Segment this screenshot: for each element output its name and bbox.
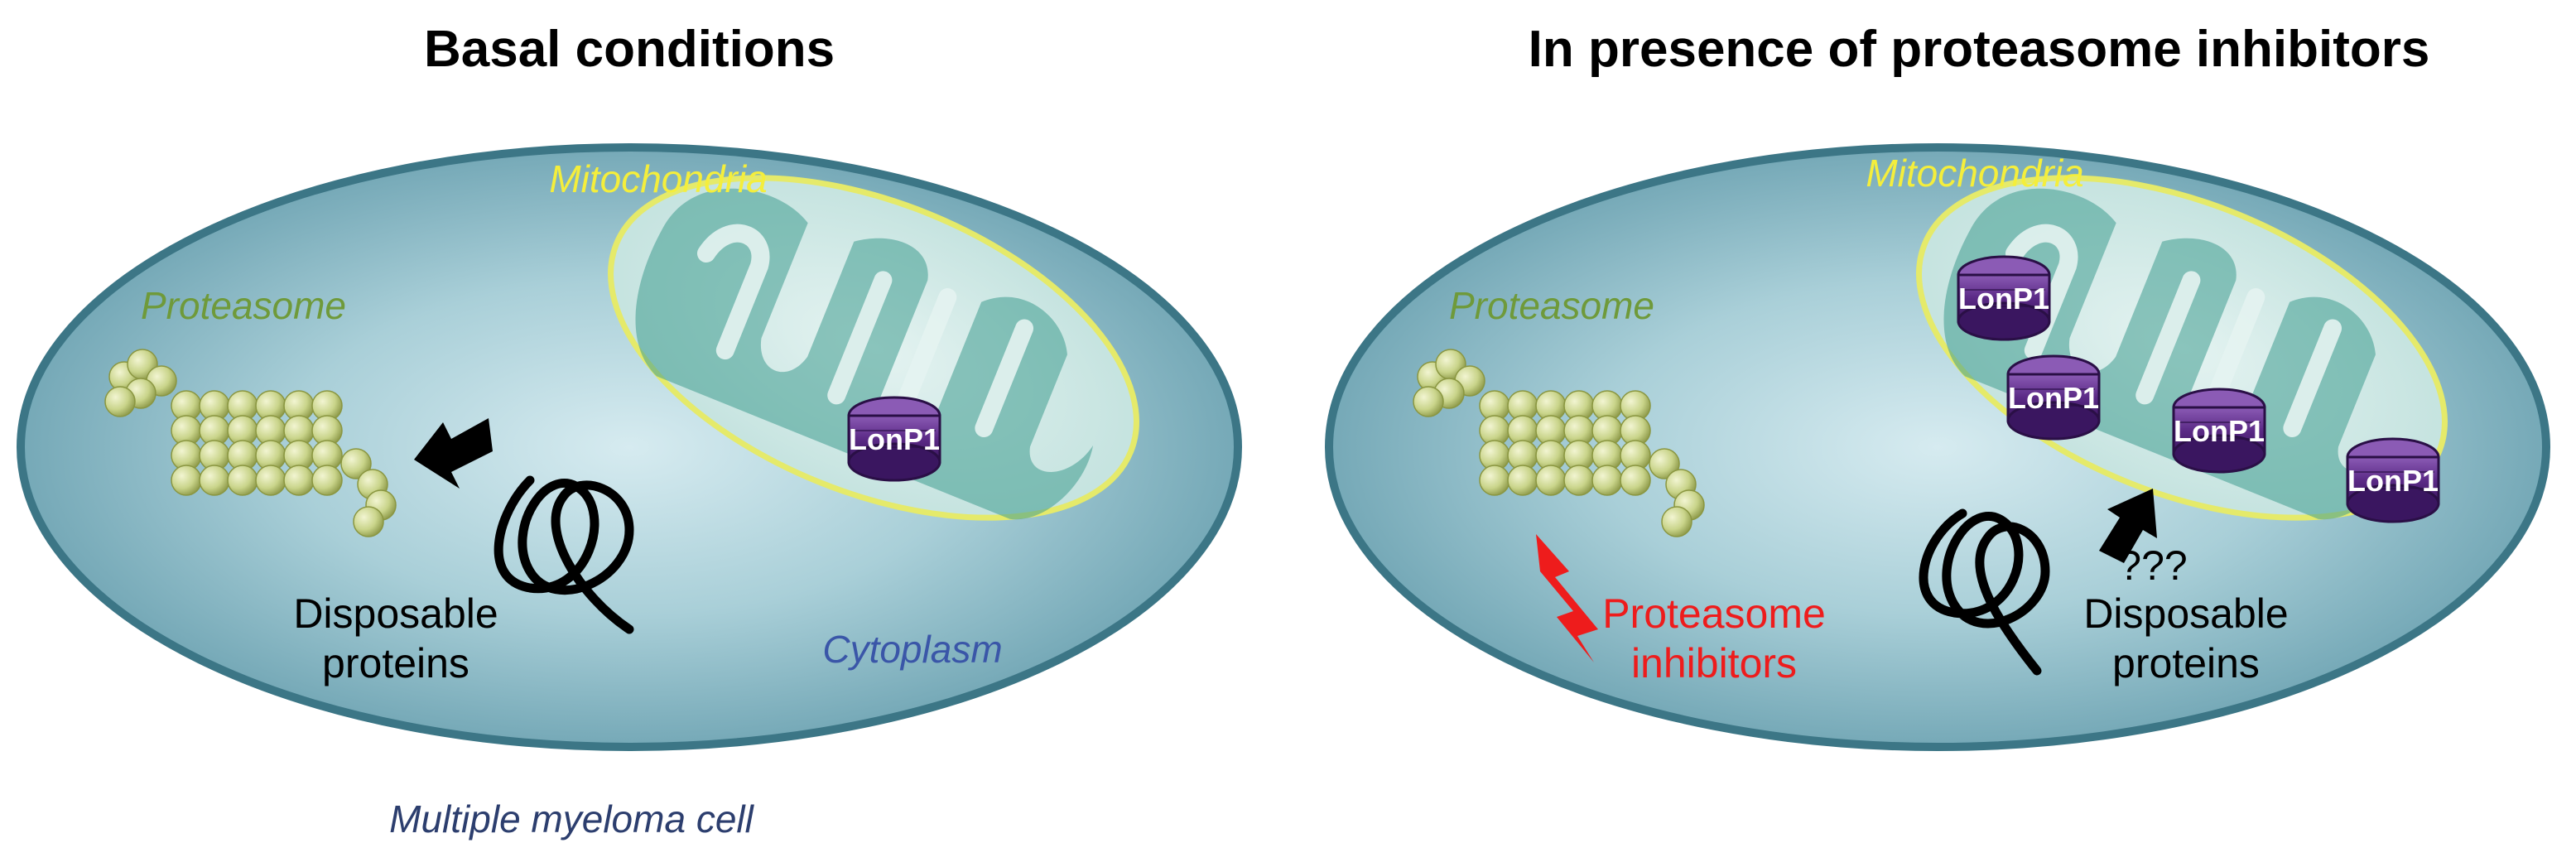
proteasome-subunit (1661, 506, 1692, 537)
basal-degradation-arrow (414, 418, 493, 489)
inhibited-proteasome (1413, 349, 1705, 537)
basal-lonp1-label: LonP1 (849, 422, 940, 456)
inhibited-disposable-line1: Disposable (2083, 590, 2288, 637)
proteasome-subunit (1535, 465, 1567, 496)
lonp1-a: LonP1 (1957, 255, 2051, 341)
proteasome-subunit (283, 465, 315, 496)
proteasome-subunit (199, 465, 230, 496)
inhibitors-line2: inhibitors (1631, 640, 1797, 686)
proteasome-subunit (1479, 465, 1510, 496)
proteasome-subunit (1649, 448, 1680, 479)
basal-panel: Basal conditions Mitochondria Proteasome… (17, 21, 1242, 841)
lonp1-c: LonP1 (2172, 388, 2266, 474)
basal-cytoplasm-label: Cytoplasm (822, 628, 1002, 671)
inhibited-mito-arrow (2099, 489, 2157, 563)
lonp1-d: LonP1 (2346, 437, 2440, 523)
proteasome-subunit (255, 465, 286, 496)
basal-title: Basal conditions (424, 21, 835, 78)
inhibited-question: ??? (2118, 542, 2187, 589)
proteasome-subunit (1620, 465, 1651, 496)
proteasome-subunit (104, 386, 136, 417)
proteasome-subunit (1563, 465, 1595, 496)
proteasome-subunit (353, 506, 384, 537)
inhibited-panel: In presence of proteasome inhibitors Mit… (1325, 21, 2550, 751)
inhibited-proteasome-label: Proteasome (1449, 284, 1654, 327)
basal-mitochondria-label: Mitochondria (549, 157, 767, 200)
cell-caption: Multiple myeloma cell (389, 797, 754, 841)
proteasome-subunit (311, 465, 343, 496)
inhibited-mitochondria-label: Mitochondria (1866, 152, 2083, 195)
inhibitor-lightning-icon (1536, 534, 1598, 662)
lonp1-b-label: LonP1 (2008, 381, 2099, 415)
proteasome-subunit (1507, 465, 1538, 496)
lonp1-b: LonP1 (2006, 354, 2101, 441)
proteasome-subunit (171, 465, 202, 496)
lonp1-d-label: LonP1 (2347, 464, 2439, 498)
inhibited-title: In presence of proteasome inhibitors (1529, 21, 2430, 78)
basal-lonp1: LonP1 (847, 396, 941, 482)
basal-protein-coil (494, 475, 634, 634)
proteasome-subunit (1591, 465, 1623, 496)
inhibited-disposable-line2: proteins (2112, 640, 2260, 686)
proteasome-subunit (227, 465, 258, 496)
proteasome-subunit (340, 448, 372, 479)
lonp1-c-label: LonP1 (2174, 414, 2265, 448)
basal-proteasome (104, 349, 397, 537)
inhibitors-line1: Proteasome (1602, 590, 1826, 637)
basal-proteasome-label: Proteasome (141, 284, 346, 327)
basal-disposable-line1: Disposable (293, 590, 498, 637)
lonp1-a-label: LonP1 (1958, 282, 2049, 315)
basal-disposable-line2: proteins (322, 640, 469, 686)
proteasome-subunit (1413, 386, 1444, 417)
inhibited-protein-coil (1919, 508, 2050, 676)
